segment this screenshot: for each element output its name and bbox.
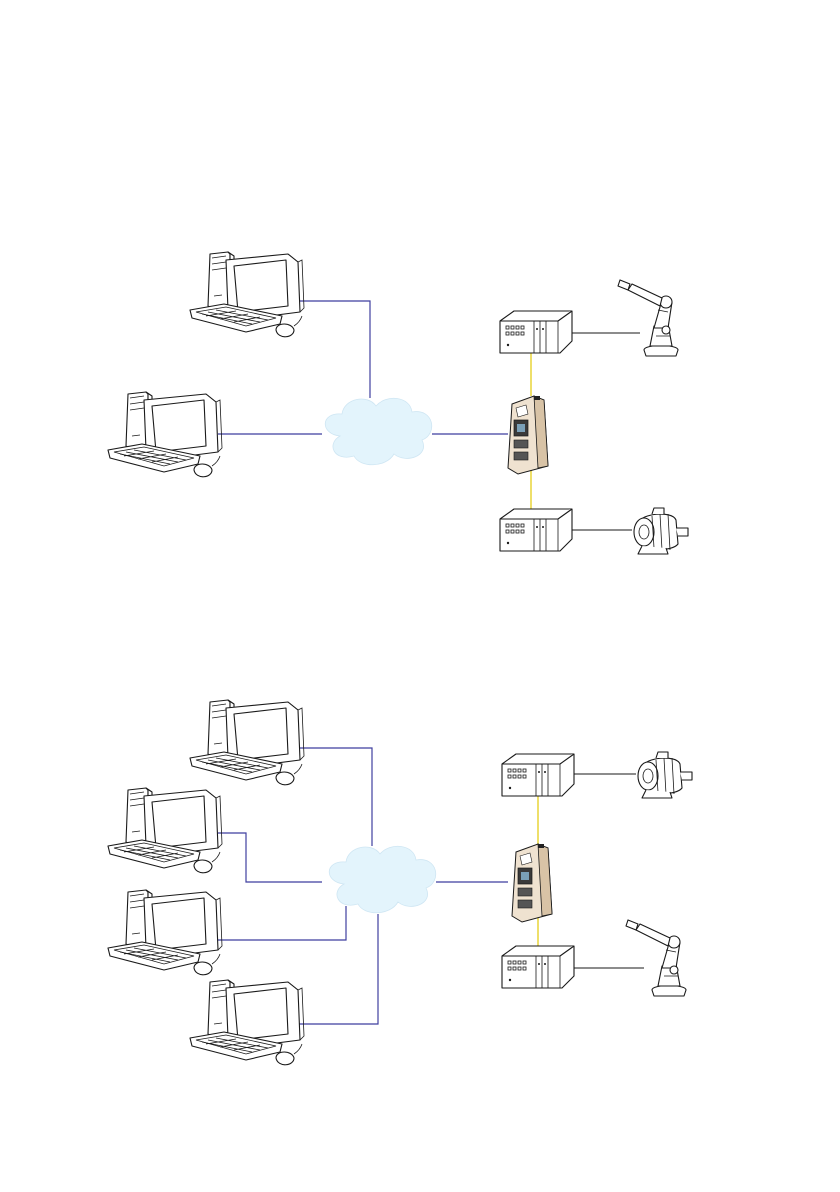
- desktop-computer-icon: [108, 890, 222, 975]
- protocol-gateway-icon: [508, 396, 548, 474]
- controller-module-icon: [502, 946, 574, 988]
- desktop-computer-icon: [190, 700, 304, 785]
- industrial-robot-arm-icon: [626, 920, 686, 996]
- ethernet-link: [298, 748, 372, 846]
- ethernet-link: [298, 301, 370, 398]
- desktop-computer-icon: [190, 980, 304, 1065]
- controller-module-icon: [500, 509, 572, 551]
- industrial-robot-arm-icon: [618, 280, 678, 356]
- network-cloud-icon: [325, 398, 431, 464]
- bottom-diagram: [108, 700, 692, 1065]
- ethernet-link: [298, 914, 378, 1024]
- desktop-computer-icon: [108, 392, 222, 477]
- top-diagram: [108, 252, 688, 554]
- protocol-gateway-icon: [512, 844, 552, 922]
- ethernet-link: [218, 906, 346, 940]
- desktop-computer-icon: [190, 252, 304, 337]
- desktop-computer-icon: [108, 788, 222, 873]
- electric-motor-icon: [638, 752, 692, 798]
- electric-motor-icon: [634, 508, 688, 554]
- network-cloud-icon: [329, 846, 435, 912]
- controller-module-icon: [500, 311, 572, 353]
- controller-module-icon: [502, 754, 574, 796]
- ethernet-link: [218, 833, 322, 882]
